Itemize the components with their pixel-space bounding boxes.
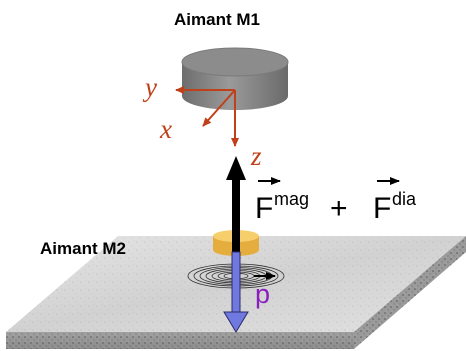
x-axis-label: x [159,114,172,144]
magnet-m1-label: Aimant M1 [174,10,260,29]
force-symbol-dia: F [373,192,391,225]
particle-label: p [255,279,270,309]
force-dia-superscript: dia [392,189,417,209]
plus-sign: + [330,192,348,225]
magnet-m1 [181,47,289,110]
z-axis-label: z [250,141,262,171]
force-arrow-up [226,156,246,252]
force-mag-superscript: mag [274,189,309,209]
coordinate-axes [175,86,239,147]
force-arrow-down [223,251,249,333]
y-axis-label: y [142,72,157,102]
force-symbol-mag: F [255,192,273,225]
x-axis-arrow [202,89,236,127]
magnet-m2-label: Aimant M2 [40,239,126,258]
